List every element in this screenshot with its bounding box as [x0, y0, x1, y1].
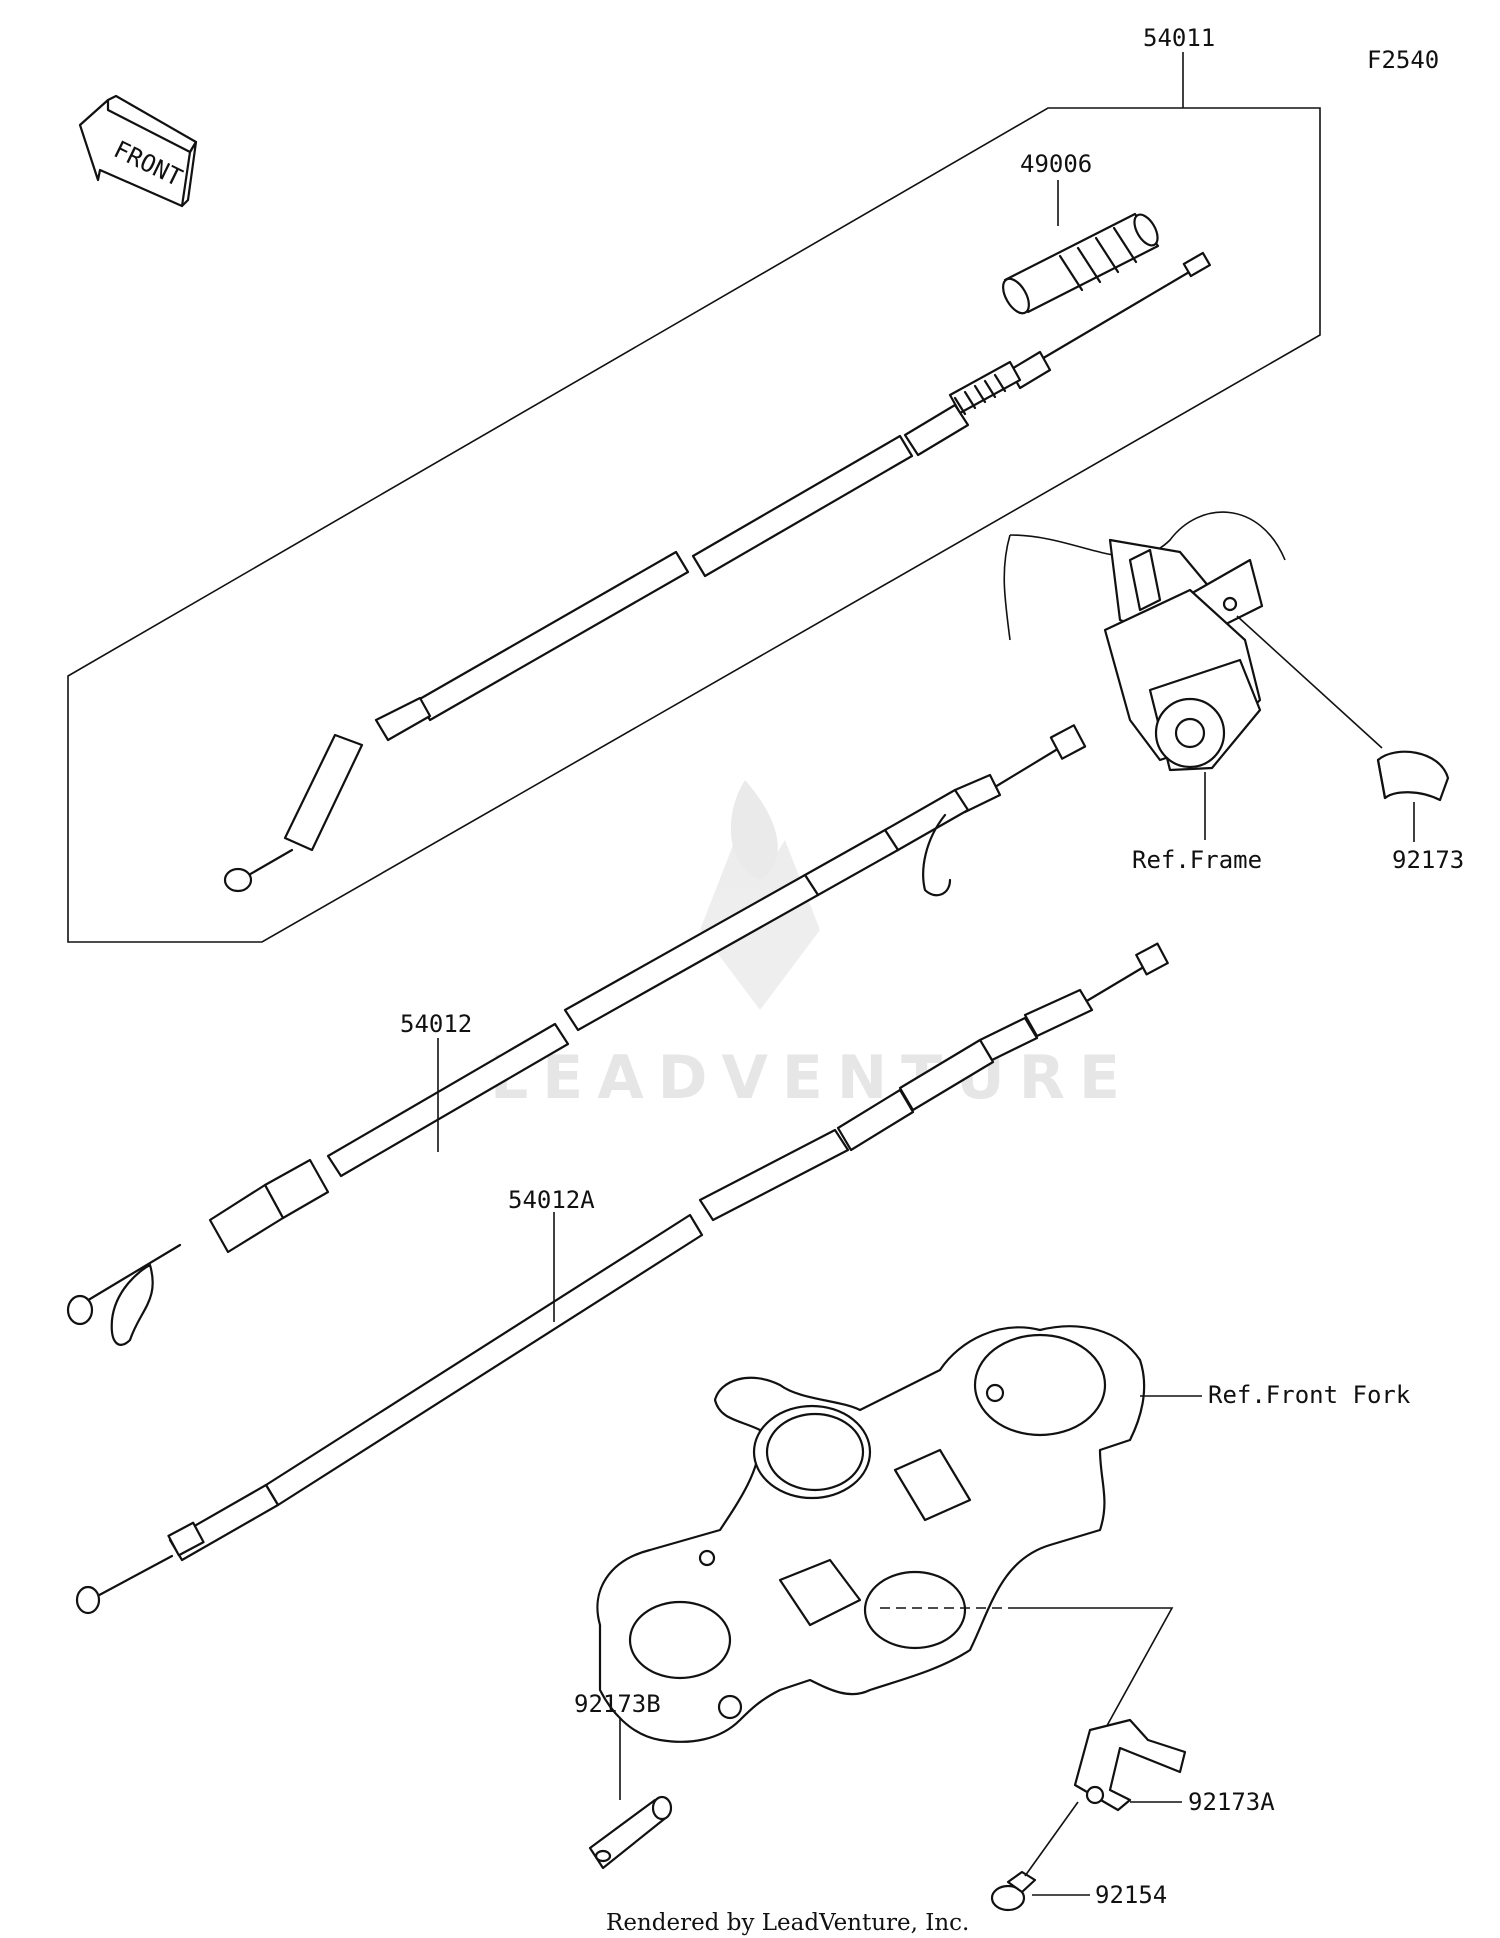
bolt-92154	[990, 1870, 1037, 1912]
frame-reference	[1003, 511, 1286, 772]
clamp-92173	[1376, 750, 1450, 802]
leadventure-watermark: LEADVENTURE	[490, 780, 1134, 1113]
leader-92154-up	[1024, 1801, 1079, 1877]
kit-outline-54011	[67, 107, 1321, 943]
clamp-92173A	[1073, 1718, 1187, 1812]
cable-54011	[223, 251, 1211, 893]
front-fork-reference	[596, 1325, 1146, 1743]
diagram-code: F2540	[1367, 46, 1439, 74]
cable-54012	[66, 724, 1087, 1346]
cable-54012A	[75, 942, 1169, 1615]
watermark-text: LEADVENTURE	[490, 1043, 1134, 1113]
label-ref-front-fork: Ref.Front Fork	[1208, 1381, 1411, 1409]
front-arrow-icon: FRONT	[78, 94, 198, 208]
label-54011: 54011	[1143, 24, 1215, 52]
label-49006: 49006	[1020, 150, 1092, 178]
reference-bracket-line	[1010, 1607, 1174, 1761]
label-54012A: 54012A	[508, 1186, 595, 1214]
label-92154: 92154	[1095, 1881, 1167, 1909]
label-ref-frame: Ref.Frame	[1132, 846, 1262, 874]
boot-49006	[1002, 212, 1160, 315]
label-92173A: 92173A	[1188, 1788, 1275, 1816]
clamp-92173B	[588, 1795, 673, 1870]
leader-92173	[1236, 615, 1383, 749]
render-credit: Rendered by LeadVenture, Inc.	[606, 1910, 969, 1936]
label-92173: 92173	[1392, 846, 1464, 874]
label-92173B: 92173B	[574, 1690, 661, 1718]
label-54012: 54012	[400, 1010, 472, 1038]
